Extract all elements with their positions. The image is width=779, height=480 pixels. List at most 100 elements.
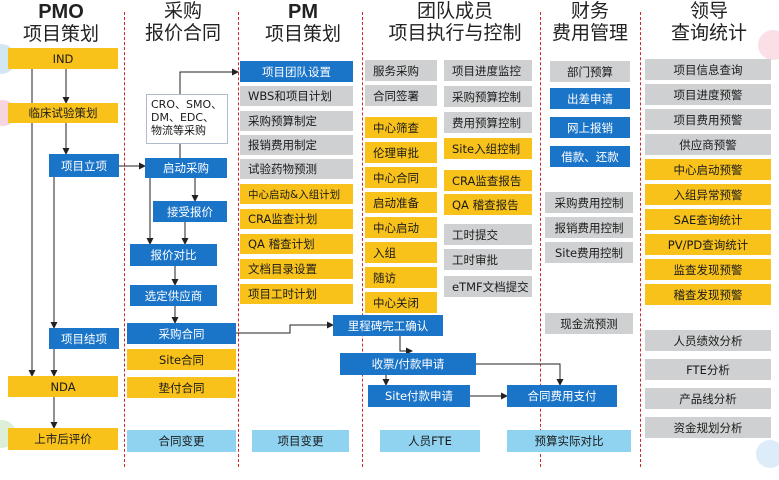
team-site-pay-request[interactable]: Site付款申请 — [368, 385, 470, 407]
header-finance: 财务 费用管理 — [540, 0, 640, 45]
header-pm-line1: PM — [288, 1, 318, 23]
column-separator — [640, 12, 641, 467]
header-pmo: PMO 项目策划 — [6, 1, 116, 46]
team-center-screening[interactable]: 中心筛查 — [365, 117, 437, 138]
column-separator — [362, 12, 363, 467]
procurement-site-contract[interactable]: Site合同 — [127, 349, 236, 370]
header-pm: PM 项目策划 — [244, 1, 362, 46]
leader-monitor-alert[interactable]: 监查发现预警 — [645, 259, 771, 280]
team-center-startup[interactable]: 中心启动 — [365, 217, 437, 238]
finance-online-reimb[interactable]: 网上报销 — [550, 117, 630, 138]
pm-drug-forecast[interactable]: 试验药物预测 — [240, 159, 353, 179]
pmo-nda[interactable]: NDA — [8, 376, 118, 397]
finance-dept-budget[interactable]: 部门预算 — [550, 61, 630, 82]
header-leader: 领导 查询统计 — [648, 0, 770, 45]
finance-budget-vs-actual[interactable]: 预算实际对比 — [507, 430, 631, 452]
leader-enroll-anomaly-alert[interactable]: 入组异常预警 — [645, 184, 771, 205]
arrow-milestone-to-payreq — [399, 336, 413, 355]
procurement-note: CRO、SMO、DM、EDC、物流等采购 — [146, 94, 228, 144]
header-pmo-line1: PMO — [38, 1, 84, 23]
decor-circle — [756, 440, 779, 468]
header-leader-line1: 领导 — [689, 0, 728, 22]
team-progress-monitor[interactable]: 项目进度监控 — [444, 60, 532, 81]
finance-loan-repay[interactable]: 借款、还款 — [550, 146, 630, 167]
pm-reimb-cost[interactable]: 报销费用制定 — [240, 135, 353, 155]
finance-travel-request[interactable]: 出差申请 — [550, 88, 630, 109]
leader-staff-performance[interactable]: 人员绩效分析 — [645, 330, 771, 351]
finance-cashflow-forecast[interactable]: 现金流预测 — [545, 313, 633, 334]
pm-proc-budget[interactable]: 采购预算制定 — [240, 111, 353, 131]
header-pm-line2: 项目策划 — [264, 23, 341, 45]
leader-product-line[interactable]: 产品线分析 — [645, 388, 771, 409]
leader-center-startup-alert[interactable]: 中心启动预警 — [645, 159, 771, 180]
column-separator — [124, 12, 125, 467]
arrow-payreq-to-payment — [476, 363, 564, 386]
team-service-proc[interactable]: 服务采购 — [365, 60, 437, 81]
pmo-clinical-planning[interactable]: 临床试验策划 — [8, 103, 118, 123]
leader-cost-alert[interactable]: 项目费用预警 — [645, 109, 771, 130]
team-enrollment[interactable]: 入组 — [365, 242, 437, 263]
team-ethics-review[interactable]: 伦理审批 — [365, 142, 437, 163]
team-proc-budget-ctrl[interactable]: 采购预算控制 — [444, 86, 532, 107]
team-cra-report[interactable]: CRA监查报告 — [444, 170, 532, 191]
leader-pv-pd-stats[interactable]: PV/PD查询统计 — [645, 234, 771, 255]
team-pay-request[interactable]: 收票/付款申请 — [340, 353, 476, 375]
procurement-contract[interactable]: 采购合同 — [127, 323, 236, 344]
procurement-advance-contract[interactable]: 垫付合同 — [127, 377, 236, 398]
pm-wbs-plan[interactable]: WBS和项目计划 — [240, 86, 353, 106]
leader-fte-analysis[interactable]: FTE分析 — [645, 359, 771, 380]
procurement-accept-quote[interactable]: 接受报价 — [153, 201, 227, 222]
pmo-project-closing[interactable]: 项目结项 — [49, 328, 119, 349]
pm-doc-catalog[interactable]: 文档目录设置 — [240, 259, 353, 279]
procurement-select-supplier[interactable]: 选定供应商 — [130, 285, 217, 306]
team-staff-fte[interactable]: 人员FTE — [380, 430, 480, 452]
team-contract-sign[interactable]: 合同签署 — [365, 85, 437, 106]
header-procurement-line1: 采购 — [163, 0, 202, 22]
pm-timesheet-plan[interactable]: 项目工时计划 — [240, 284, 353, 304]
leader-sae-stats[interactable]: SAE查询统计 — [645, 209, 771, 230]
procurement-quote-compare[interactable]: 报价对比 — [130, 244, 217, 266]
pmo-post-market[interactable]: 上市后评价 — [8, 428, 118, 450]
pm-center-startup-plan[interactable]: 中心启动&入组计划 — [240, 184, 353, 204]
procurement-contract-change[interactable]: 合同变更 — [127, 430, 236, 452]
team-etmf-submit[interactable]: eTMF文档提交 — [444, 276, 532, 297]
procurement-start[interactable]: 启动采购 — [145, 158, 227, 178]
decor-circle — [758, 30, 779, 60]
header-finance-line1: 财务 — [570, 0, 609, 22]
team-contract-payment[interactable]: 合同费用支付 — [507, 385, 617, 407]
finance-proc-cost-ctrl[interactable]: 采购费用控制 — [545, 192, 633, 213]
header-team: 团队成员 项目执行与控制 — [370, 0, 540, 45]
team-qa-report[interactable]: QA 稽查报告 — [444, 194, 532, 215]
column-separator — [540, 12, 541, 467]
finance-reimb-cost-ctrl[interactable]: 报销费用控制 — [545, 217, 633, 238]
team-site-enroll-ctrl[interactable]: Site入组控制 — [444, 138, 532, 159]
header-procurement: 采购 报价合同 — [128, 0, 238, 45]
leader-supplier-alert[interactable]: 供应商预警 — [645, 134, 771, 155]
pm-cra-plan[interactable]: CRA监查计划 — [240, 209, 353, 229]
leader-info-query[interactable]: 项目信息查询 — [645, 59, 771, 80]
team-center-contract[interactable]: 中心合同 — [365, 167, 437, 188]
pm-team-setup[interactable]: 项目团队设置 — [240, 61, 353, 82]
column-separator — [238, 12, 239, 467]
team-milestone-confirm[interactable]: 里程碑完工确认 — [333, 315, 443, 336]
team-center-close[interactable]: 中心关闭 — [365, 292, 437, 313]
header-procurement-line2: 报价合同 — [144, 21, 221, 44]
arrow-contract-to-milestone — [236, 321, 334, 334]
pm-project-change[interactable]: 项目变更 — [252, 430, 349, 452]
team-timesheet-submit[interactable]: 工时提交 — [444, 224, 532, 245]
finance-site-cost-ctrl[interactable]: Site费用控制 — [545, 242, 633, 263]
leader-capital-planning[interactable]: 资金规划分析 — [645, 417, 771, 438]
team-follow-up[interactable]: 随访 — [365, 267, 437, 288]
team-cost-budget-ctrl[interactable]: 费用预算控制 — [444, 112, 532, 133]
header-team-line1: 团队成员 — [416, 0, 493, 22]
pm-qa-plan[interactable]: QA 稽查计划 — [240, 234, 353, 254]
leader-progress-alert[interactable]: 项目进度预警 — [645, 84, 771, 105]
team-timesheet-approve[interactable]: 工时审批 — [444, 249, 532, 270]
team-startup-prep[interactable]: 启动准备 — [365, 192, 437, 213]
header-pmo-line2: 项目策划 — [22, 23, 99, 45]
leader-audit-alert[interactable]: 稽查发现预警 — [645, 284, 771, 305]
pmo-project-setup[interactable]: 项目立项 — [49, 154, 119, 177]
pmo-ind[interactable]: IND — [8, 48, 118, 69]
header-finance-line2: 费用管理 — [551, 21, 628, 44]
